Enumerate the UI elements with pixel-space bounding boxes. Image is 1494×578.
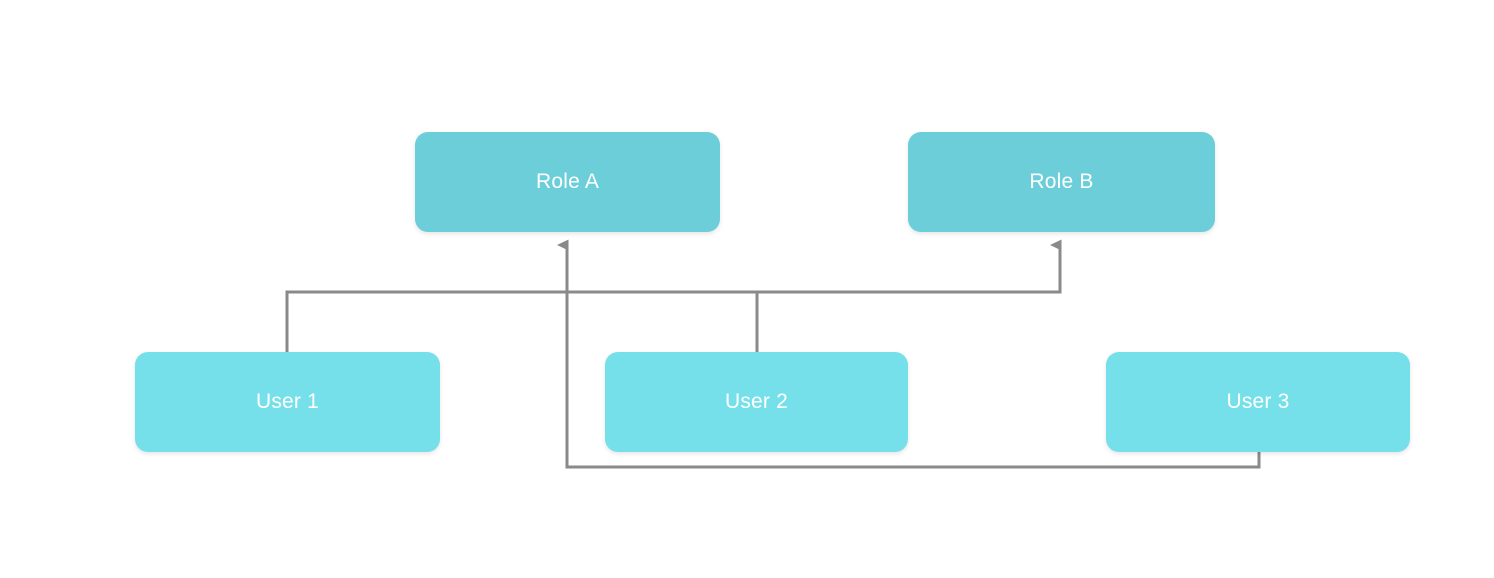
node-label-role-a: Role A [535,170,600,193]
node-user-3[interactable]: User 3 [1106,352,1410,452]
edge-path-user3-rolea[interactable] [557,239,1261,469]
node-label-role-b: Role B [1029,170,1094,193]
node-label-user-1: User 1 [255,390,320,413]
node-label-user-2: User 2 [724,390,789,413]
node-label-user-3: User 3 [1226,390,1290,413]
node-user-1[interactable]: User 1 [135,352,440,452]
node-user-2[interactable]: User 2 [605,352,908,452]
node-role-b[interactable]: Role B [908,132,1215,232]
node-role-a[interactable]: Role A [415,132,720,232]
edge-user1-roleb[interactable] [285,239,1062,352]
edge-path-user1-roleb[interactable] [285,239,1062,352]
edge-user3-rolea[interactable] [557,239,1261,469]
